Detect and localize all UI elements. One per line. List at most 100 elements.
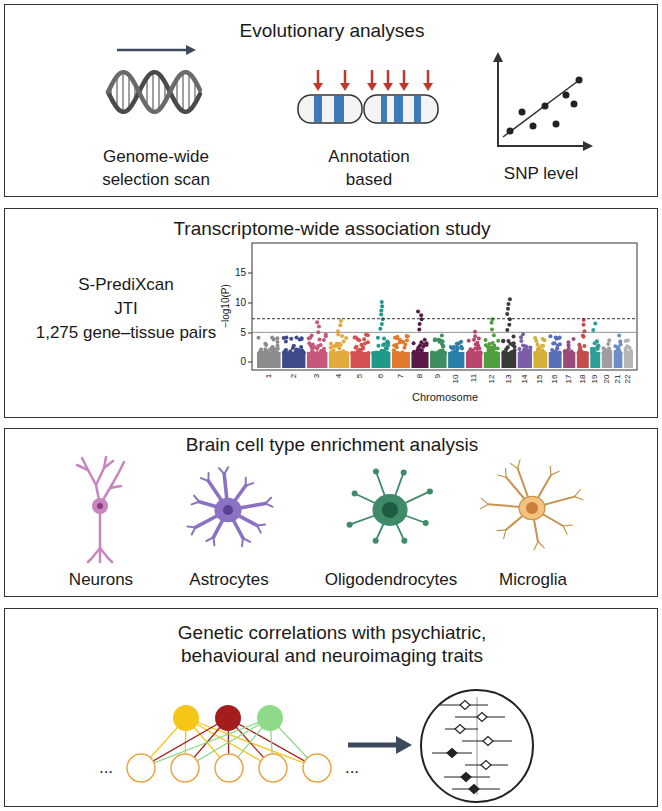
chromosome-band [484,352,500,368]
cell-body [519,496,545,519]
chromosome-number: 19 [591,374,599,383]
snp-point [457,341,461,345]
snp-point [577,351,581,355]
item-label: Neurons [69,568,133,591]
panel: Genetic correlations with psychiatric, b… [4,608,658,807]
snp-point [508,297,512,301]
cell-nucleus [223,505,233,515]
cell-nucleus [526,502,538,514]
snp-point [433,338,437,342]
snp-point [336,329,340,333]
snp-point [319,343,323,347]
snp-point [542,351,546,355]
snp-point [318,351,322,355]
chromosome-band [602,352,612,368]
estimate-diamond [477,713,487,722]
snp-point [308,336,312,340]
chromosome-number: 13 [505,374,513,383]
snp-point [355,345,359,349]
network-symbol [127,705,331,782]
snp-point [537,346,541,350]
snp-point [362,337,366,341]
snp-point [441,348,445,352]
arrow-head [186,45,196,55]
annotation-arrow [387,70,390,84]
dna-strand [108,72,200,112]
item-label: JTI [114,297,138,320]
snp-point [601,346,605,350]
process-end [373,468,379,474]
snp-point [264,343,268,347]
dna-rung [182,73,184,112]
snp-point [504,347,508,351]
panel-heading: Brain cell type enrichment analysis [186,433,479,456]
chromosome-number: 1 [265,374,273,378]
chromosome-number: 2 [290,374,298,378]
snp-point [336,344,340,348]
axis-ticks [248,273,252,362]
item-label: Astrocytes [189,568,268,591]
snp-point [323,351,327,355]
snp-point [421,345,425,349]
snp-point [506,307,510,311]
snp-point [490,321,494,325]
significance-line [252,318,637,319]
axon [99,512,102,548]
dendrite [110,486,121,488]
snp-point [484,338,488,342]
item-label: Genome-wide selection scan [91,145,221,191]
snp-point [412,351,416,355]
cell-body [215,498,241,521]
cell-branch [551,471,559,475]
dendrite [96,457,106,485]
ellipsis: ... [345,758,359,778]
snp-point [385,339,389,343]
snp-point [288,349,292,353]
snp-point [440,334,444,338]
arrow-head [583,141,593,151]
snp-point [295,336,299,340]
cell-branch [246,483,254,486]
chromosome-number: 6 [377,374,385,378]
chromosome-band [334,96,344,122]
snp-point [501,339,505,343]
factor-circle [257,705,283,731]
dna-strand [108,72,200,112]
snp-point [582,329,586,333]
item-label: Annotation based [314,145,424,191]
snp-point [591,328,595,332]
snp-point [291,346,295,350]
snp-point [275,336,279,340]
snp-point [551,342,555,346]
snp-point [282,336,286,340]
snp-point [554,351,558,355]
data-point [576,77,583,84]
panel-heading: Genetic correlations with psychiatric, b… [142,621,522,667]
trait-circle [171,754,199,782]
snp-point [441,344,445,348]
cell-branch [206,537,213,541]
data-point [571,101,578,108]
dna-rung [158,74,160,110]
annotation-arrow [344,70,347,84]
snp-point [490,317,494,321]
dendrite [104,461,113,468]
snp-point [296,351,300,355]
snp-point [339,319,343,323]
snp-point [300,336,304,340]
scatter-points [507,77,583,135]
chromosome-band [577,352,589,368]
snp-point [454,349,458,353]
astrocyte-symbol [187,467,272,546]
arrow-head [423,83,433,91]
chromosome-band [414,96,421,122]
snp-point [316,330,320,334]
snp-point [563,350,567,354]
data-point [542,103,549,110]
snp-point [416,351,420,355]
snp-point [613,344,617,348]
snp-point [450,351,454,355]
chromosome-outline [298,95,362,123]
snp-point [617,334,621,338]
snp-point [606,351,610,355]
